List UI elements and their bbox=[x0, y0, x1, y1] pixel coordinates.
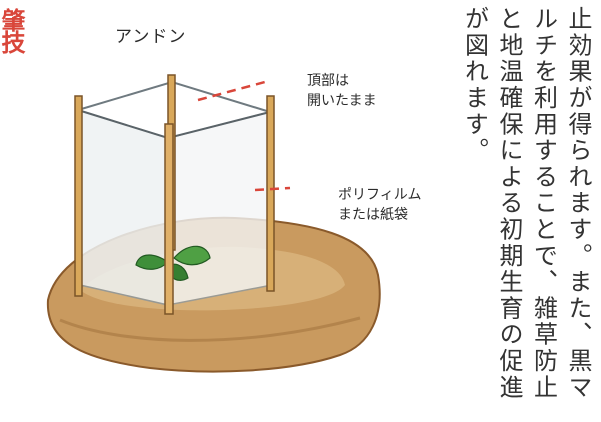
andon-illustration: アンドン 頂部は 開いたまま ポリフィルム または紙袋 bbox=[40, 0, 440, 422]
body-line: ルチを利用することで、雑草防止 bbox=[529, 6, 558, 401]
leader-line-side bbox=[254, 186, 291, 192]
callout-top-open: 頂部は 開いたまま bbox=[307, 73, 377, 109]
seedling bbox=[135, 245, 211, 285]
body-line: と地温確保による初期生育の促進 bbox=[495, 6, 523, 401]
callout-film-or-bag: ポリフィルム または紙袋 bbox=[338, 187, 422, 223]
leader-line-top bbox=[197, 80, 266, 102]
cropped-heading-fragment: 肇技 bbox=[0, 8, 25, 52]
body-line: 止効果が得られます。また、黒マ bbox=[564, 6, 592, 401]
body-line: が図れます。 bbox=[460, 6, 489, 164]
soil-shading bbox=[59, 316, 361, 342]
vertical-body-text: 止効果が得られます。また、黒マ ルチを利用することで、雑草防止 と地温確保による… bbox=[457, 6, 595, 418]
andon-drawing bbox=[46, 74, 381, 373]
wooden-stakes bbox=[74, 74, 275, 315]
figure-title: アンドン bbox=[115, 27, 187, 47]
film-side-left bbox=[77, 108, 169, 306]
